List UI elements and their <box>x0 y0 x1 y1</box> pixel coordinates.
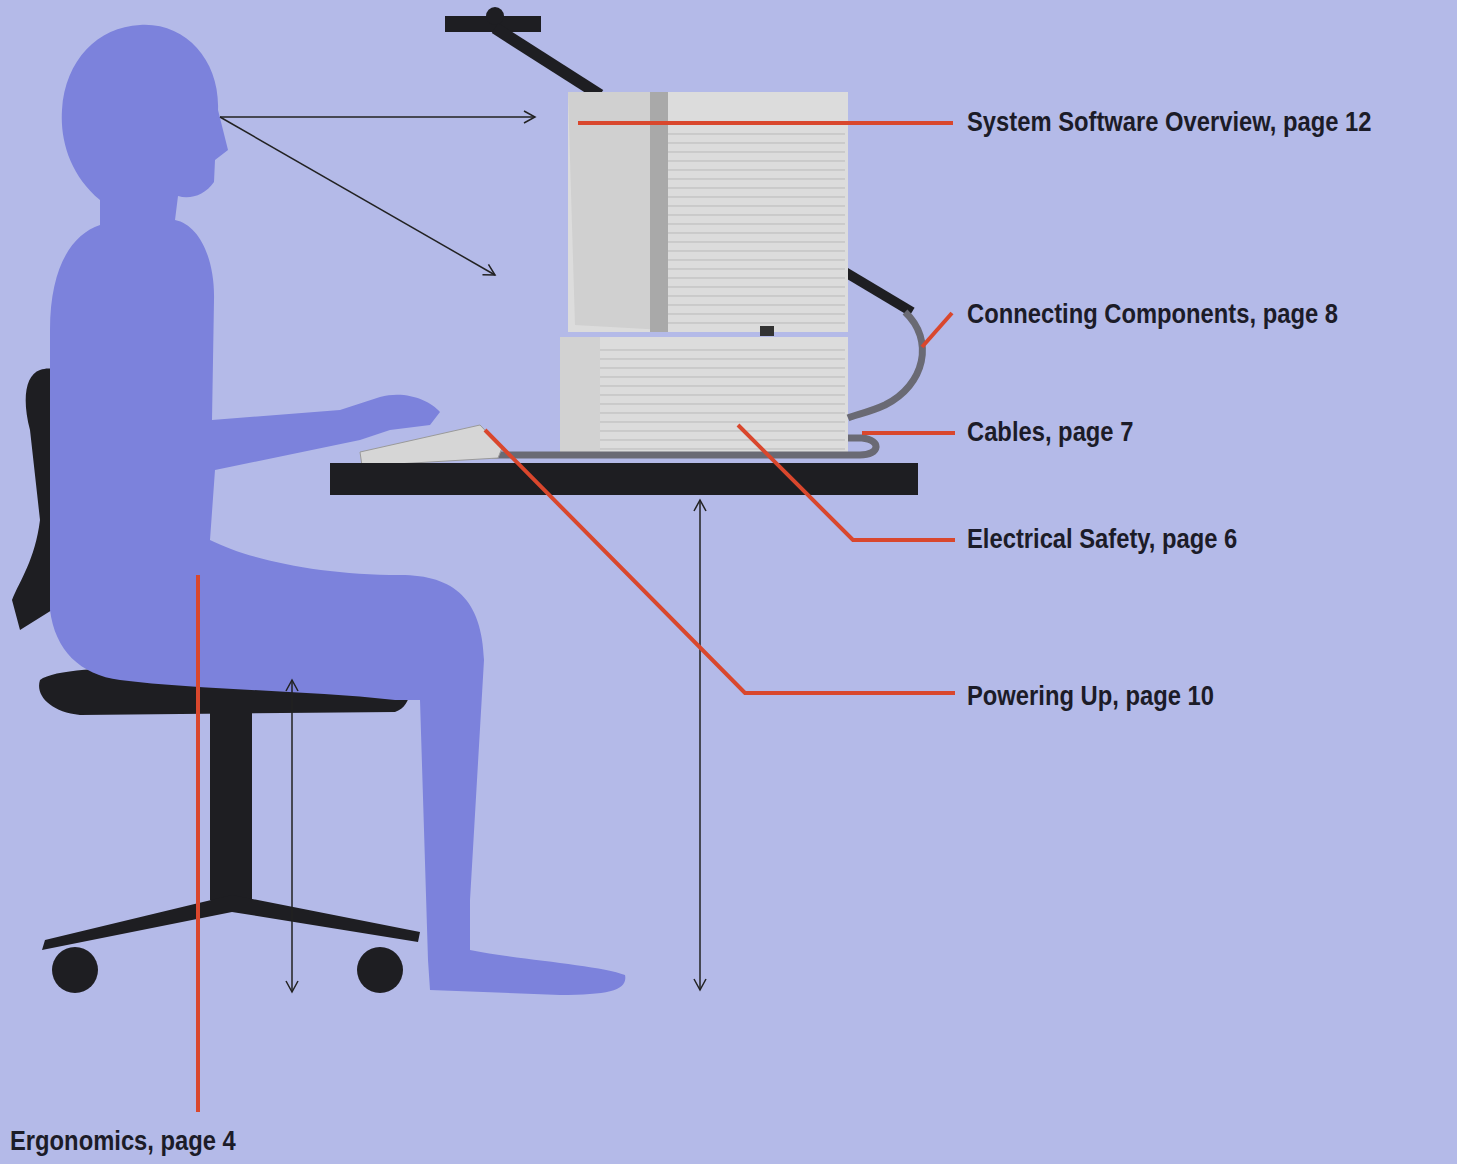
system-unit <box>560 337 848 455</box>
callout-label: Electrical Safety, page 6 <box>967 525 1237 555</box>
person-silhouette <box>50 25 625 995</box>
desk <box>330 463 918 495</box>
dimension-arrows <box>220 117 700 992</box>
callout-label: Powering Up, page 10 <box>967 682 1214 712</box>
keyboard <box>360 425 502 466</box>
monitor <box>568 92 848 336</box>
cables <box>492 312 922 455</box>
callout-label: System Software Overview, page 12 <box>967 108 1372 138</box>
callout-label: Ergonomics, page 4 <box>10 1127 236 1157</box>
leader-lines <box>198 123 955 1112</box>
callout-label: Connecting Components, page 8 <box>967 300 1338 330</box>
callout-label: Cables, page 7 <box>967 418 1133 448</box>
